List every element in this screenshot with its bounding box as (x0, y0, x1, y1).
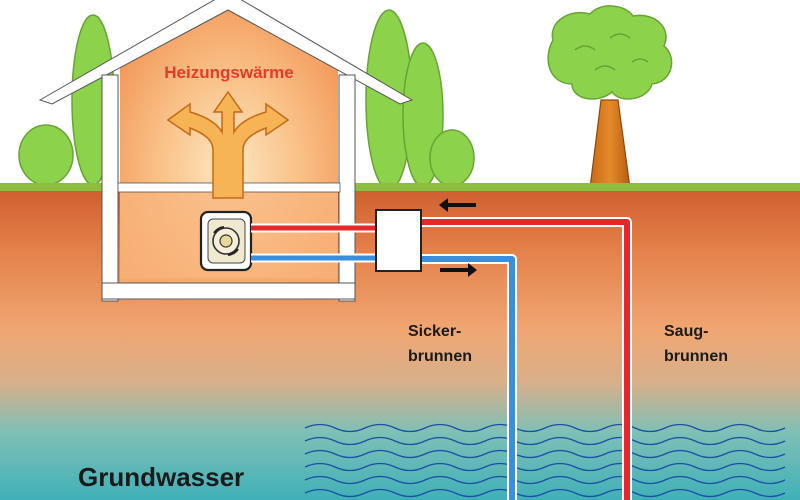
right-wall (338, 74, 356, 302)
supply-pipe (251, 217, 632, 500)
groundwater-wave-line (304, 423, 786, 433)
supply-well-label-line1: Saug- (664, 323, 708, 340)
tree-crown (547, 5, 673, 100)
crown-texture (574, 33, 649, 71)
groundwater-wave-line (304, 475, 786, 485)
return-pipe (251, 253, 517, 500)
three-way-heat-arrow-icon (166, 90, 290, 199)
groundwater-waves (304, 423, 786, 498)
injection-well-label-line1: Sicker- (408, 323, 461, 340)
groundwater-wave-line (304, 449, 786, 459)
injection-well-label-line2: brunnen (408, 348, 472, 365)
floor-slab (101, 282, 356, 300)
groundwater-label: Grundwasser (78, 462, 244, 492)
groundwater-wave-line (304, 436, 786, 446)
left-wall (101, 74, 119, 302)
heat-exchanger-icon (375, 209, 422, 272)
groundwater-wave-line (304, 488, 786, 498)
deciduous-tree (547, 5, 673, 189)
arrow-left-icon (439, 198, 476, 212)
roof (38, 0, 414, 105)
bush-right (429, 129, 475, 187)
heating-label: Heizungswärme (164, 63, 293, 82)
heat-pump-icon (199, 210, 253, 272)
bush-left (18, 124, 74, 186)
grass-strip (0, 183, 800, 191)
arrow-right-icon (440, 263, 477, 277)
groundwater-wave-line (304, 462, 786, 472)
supply-well-label-line2: brunnen (664, 348, 728, 365)
